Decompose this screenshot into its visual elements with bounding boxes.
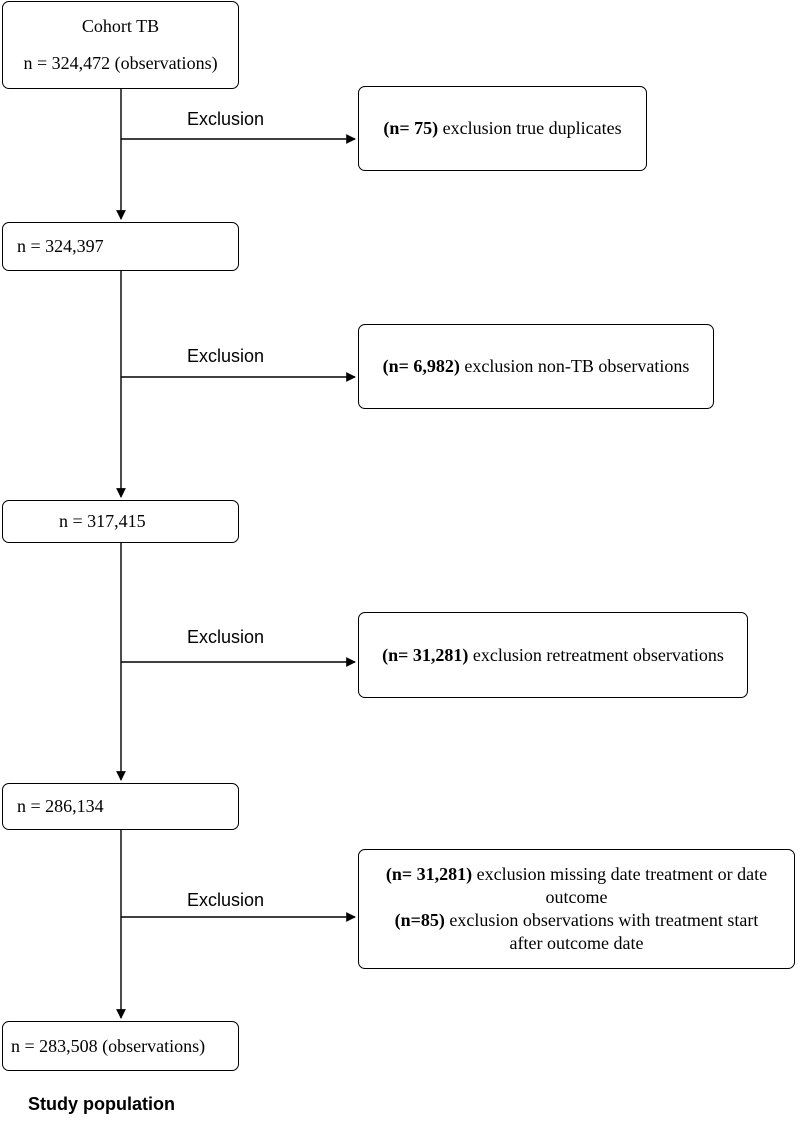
start-count: n = 324,472 (observations): [23, 53, 218, 73]
exclusion-box-3: (n= 31,281) exclusion retreatment observ…: [358, 612, 748, 698]
exclusion-4-line3-n: (n=85): [394, 910, 445, 930]
exclusion-box-2: (n= 6,982) exclusion non-TB observations: [358, 324, 714, 409]
exclusion-4-line1-n: (n= 31,281): [385, 864, 473, 884]
exclusion-2-text: exclusion non-TB observations: [459, 356, 690, 376]
final-box: n = 283,508 (observations): [2, 1021, 239, 1071]
exclusion-box-1: (n= 75) exclusion true duplicates: [358, 86, 647, 171]
step2-count: n = 317,415: [59, 511, 146, 531]
study-population-label: Study population: [28, 1094, 175, 1114]
exclusion-1-n: (n= 75): [383, 118, 439, 138]
exclusion-3-n: (n= 31,281): [382, 644, 469, 665]
step1-count: n = 324,397: [17, 236, 104, 256]
exclusion-1-text: exclusion true duplicates: [438, 118, 622, 138]
exclusion-label-4: Exclusion: [187, 890, 265, 910]
exclusion-box-4: (n= 31,281) exclusion missing date treat…: [358, 849, 795, 969]
exclusion-label-2: Exclusion: [187, 346, 265, 366]
step1-box: n = 324,397: [2, 222, 239, 271]
exclusion-4-line1-text: exclusion missing date treatment or date: [472, 864, 768, 884]
exclusion-label-1: Exclusion: [187, 109, 265, 129]
final-count: n = 283,508 (observations): [11, 1035, 206, 1056]
start-title: Cohort TB: [81, 16, 160, 36]
exclusion-4-line3-text: exclusion observations with treatment st…: [444, 910, 759, 930]
exclusion-label-3: Exclusion: [187, 627, 265, 647]
step3-count: n = 286,134: [17, 796, 104, 816]
exclusion-4-line4-text: after outcome date: [509, 933, 644, 953]
start-box: Cohort TB n = 324,472 (observations): [2, 1, 239, 89]
exclusion-3-text: exclusion retreatment observations: [468, 644, 724, 665]
exclusion-4-line2-text: outcome: [545, 887, 608, 907]
step3-box: n = 286,134: [2, 783, 239, 830]
step2-box: n = 317,415: [2, 500, 239, 543]
exclusion-2-n: (n= 6,982): [382, 356, 460, 376]
